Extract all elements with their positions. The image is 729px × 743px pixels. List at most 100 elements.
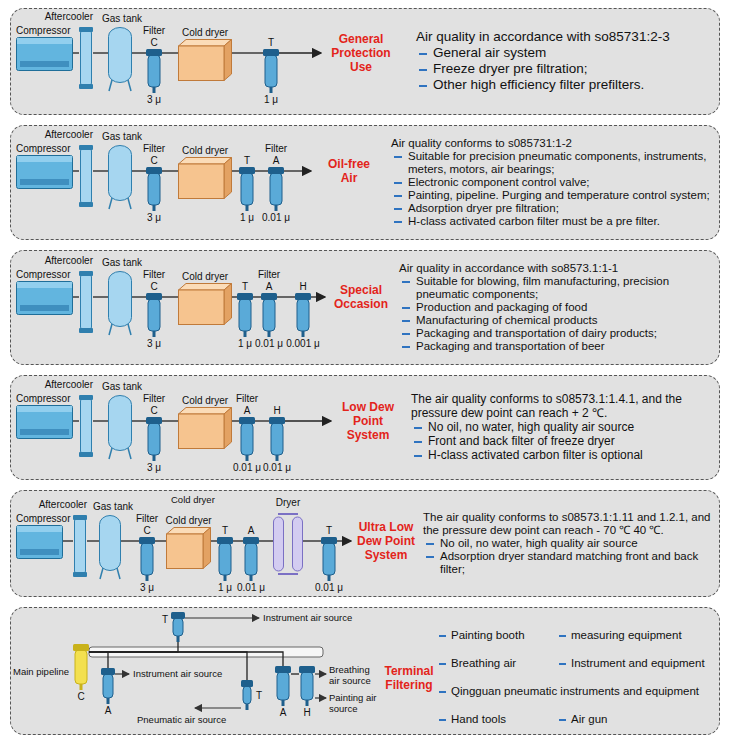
part-label: 3 μ xyxy=(140,582,154,594)
bullet-item: Painting booth xyxy=(439,628,525,642)
filter-symbol xyxy=(243,537,259,581)
bullet-item: Freeze dryer pre filtration; xyxy=(416,61,716,77)
section-panel: Ultra Low Dew Point SystemThe air qualit… xyxy=(10,490,720,597)
filter-symbol xyxy=(263,49,279,93)
pipe-line xyxy=(87,540,99,541)
label-group: FilterC xyxy=(143,143,165,167)
pipe-line xyxy=(255,170,268,171)
filter-symbol xyxy=(299,666,315,706)
pipe-line xyxy=(132,420,146,421)
pipe-line xyxy=(255,420,269,421)
filter-drain xyxy=(268,331,271,337)
pipe-line xyxy=(121,540,139,541)
part-label: 0.01 μ xyxy=(233,462,261,474)
label-group: 1 μ xyxy=(218,582,232,594)
part-label: Compressor xyxy=(16,513,70,525)
outlet-pipe xyxy=(185,617,259,618)
pipe-outlet xyxy=(311,296,325,297)
compressor-symbol xyxy=(16,281,73,315)
label-group: 3 μ xyxy=(147,462,161,474)
filter: A xyxy=(101,668,115,704)
part-label: Aftercooler xyxy=(39,499,87,511)
tank-leg xyxy=(109,80,112,91)
description-text: Manufacturing of chemical products xyxy=(416,314,717,327)
part-label: T xyxy=(242,281,248,293)
label-group: 1 μ xyxy=(238,338,252,350)
bullet-item: Packaging and transportation of dairy pr… xyxy=(399,327,717,340)
compressor-top xyxy=(17,38,72,44)
part-label: A xyxy=(105,705,112,717)
label-group: Cold dryer xyxy=(182,27,228,39)
dryer-side xyxy=(224,40,232,81)
label-group: 1 μ xyxy=(240,212,254,224)
part-label: T xyxy=(222,525,228,537)
part-label: Aftercooler xyxy=(45,255,93,267)
cooler-cap xyxy=(79,271,93,276)
aftercooler: Aftercooler xyxy=(79,145,93,207)
bullet-dash xyxy=(559,663,566,665)
bullet-item: H-class activated carbon filter must be … xyxy=(391,215,717,228)
part-label: 3 μ xyxy=(147,212,161,224)
pipe-line xyxy=(232,420,239,421)
filter-drain xyxy=(246,205,249,211)
bullet-dash xyxy=(402,346,410,348)
dryer-tower xyxy=(274,517,284,571)
filter-bowl xyxy=(270,173,282,205)
filter-symbol xyxy=(217,537,233,581)
part-label: Cold dryer xyxy=(182,395,228,407)
pipe-outlet xyxy=(284,170,311,171)
dryer-front xyxy=(167,534,204,569)
filter-drain xyxy=(250,575,253,581)
description-heading: Air quality in accordance with so85731:2… xyxy=(416,29,716,45)
compressor-top xyxy=(17,156,72,162)
filter: FilterA0.01 μ xyxy=(268,167,284,211)
label-group: Gas tank xyxy=(93,501,133,513)
cooler-cap xyxy=(79,27,93,32)
filter-bowl xyxy=(141,543,153,575)
label-group: Gas tank xyxy=(102,13,142,25)
compressor-top xyxy=(17,526,62,532)
bullet-item: Instrument and equipment xyxy=(559,656,705,670)
aftercooler-symbol xyxy=(79,27,93,89)
pipe-outlet xyxy=(337,540,351,541)
label-group: H xyxy=(273,405,280,417)
filter-drain xyxy=(80,684,83,690)
label-group: T xyxy=(268,37,274,49)
cooler-cap xyxy=(79,452,93,457)
part-label: C xyxy=(143,37,165,49)
cooler-body xyxy=(81,30,92,86)
pipe-line xyxy=(155,540,166,541)
filter: T1 μ xyxy=(239,167,255,211)
filter-bowl xyxy=(265,55,277,87)
filter-head xyxy=(73,644,89,651)
section-title: Ultra Low Dew Point System xyxy=(354,520,418,562)
section-title: Low Dew Point System xyxy=(335,400,401,442)
section-title: Oil-free Air xyxy=(319,157,379,185)
bullet-dash xyxy=(419,69,427,71)
description: The air quality conforms to s08573.1:1.1… xyxy=(423,511,716,576)
description-text: Packaging and transportation of beer xyxy=(416,340,717,353)
filter-bowl xyxy=(297,299,309,331)
filter-drain xyxy=(282,700,285,706)
dryer-top xyxy=(179,408,232,415)
label-group: A xyxy=(280,707,287,719)
label-group: FilterC xyxy=(143,25,165,49)
pipe-line xyxy=(232,52,263,53)
filter-drain xyxy=(224,575,227,581)
pipe-label: Breathing air source xyxy=(329,664,379,686)
compressor-body xyxy=(17,38,73,71)
filter-symbol xyxy=(269,417,285,461)
pipe-label: Cold dryer xyxy=(171,494,215,505)
part-label: Gas tank xyxy=(102,257,142,269)
pipe-line xyxy=(73,52,79,53)
part-label: Gas tank xyxy=(102,13,142,25)
part-label: Aftercooler xyxy=(45,379,93,391)
part-label: C xyxy=(136,525,158,537)
cooler-body xyxy=(75,518,86,574)
part-label: 3 μ xyxy=(147,462,161,474)
label-group: FilterA xyxy=(265,143,287,167)
filter-head xyxy=(269,417,285,424)
part-label: 0.01 μ xyxy=(315,582,343,594)
filter: H0.001 μ xyxy=(295,293,311,337)
aftercooler-symbol xyxy=(73,515,87,577)
